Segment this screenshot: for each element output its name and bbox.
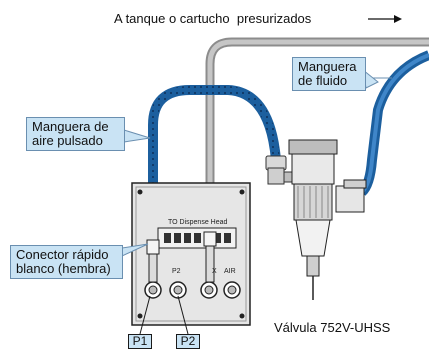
tank-direction-label: A tanque o cartucho presurizados: [114, 11, 312, 26]
panel-port-label-x: X: [212, 268, 217, 275]
panel-port-label-p2: P2: [172, 268, 181, 275]
p1-tag: P1: [128, 334, 152, 349]
fluid-hose-callout: Manguera de fluido: [292, 57, 366, 91]
fluid-inlet-fitting: [335, 179, 367, 213]
pulsed-air-hose-label-1: Manguera de: [32, 119, 109, 134]
pointer-p2: [177, 295, 189, 335]
valve-body: [288, 139, 338, 300]
fluid-hose-label-2: de fluido: [298, 73, 348, 88]
quick-connector-label-1: Conector rápido: [16, 247, 109, 262]
p2-tag: P2: [176, 334, 200, 349]
air-elbow-fitting: [265, 155, 295, 185]
terminal-block: [164, 233, 231, 243]
port-p2: [169, 281, 187, 299]
panel-port-label-air: AIR: [224, 268, 236, 275]
quick-connector-label-2: blanco (hembra): [16, 261, 111, 276]
port-x: [200, 281, 218, 299]
port-air: [223, 281, 241, 299]
panel-title: TO Dispense Head: [168, 219, 228, 226]
pulsed-air-hose-callout: Manguera de aire pulsado: [26, 117, 125, 151]
quick-connector-callout: Conector rápido blanco (hembra): [10, 245, 123, 279]
pointer-air-hose: [123, 129, 151, 143]
quick-connector-left: [146, 239, 160, 283]
port-p1: [144, 281, 162, 299]
pointer-p1: [139, 295, 151, 335]
valve-label: Válvula 752V-UHSS: [274, 320, 391, 335]
quick-connector-right: [203, 231, 217, 283]
pulsed-air-hose-label-2: aire pulsado: [32, 133, 103, 148]
fluid-hose-label-1: Manguera: [298, 59, 357, 74]
tank-direction-arrow: [368, 15, 402, 23]
